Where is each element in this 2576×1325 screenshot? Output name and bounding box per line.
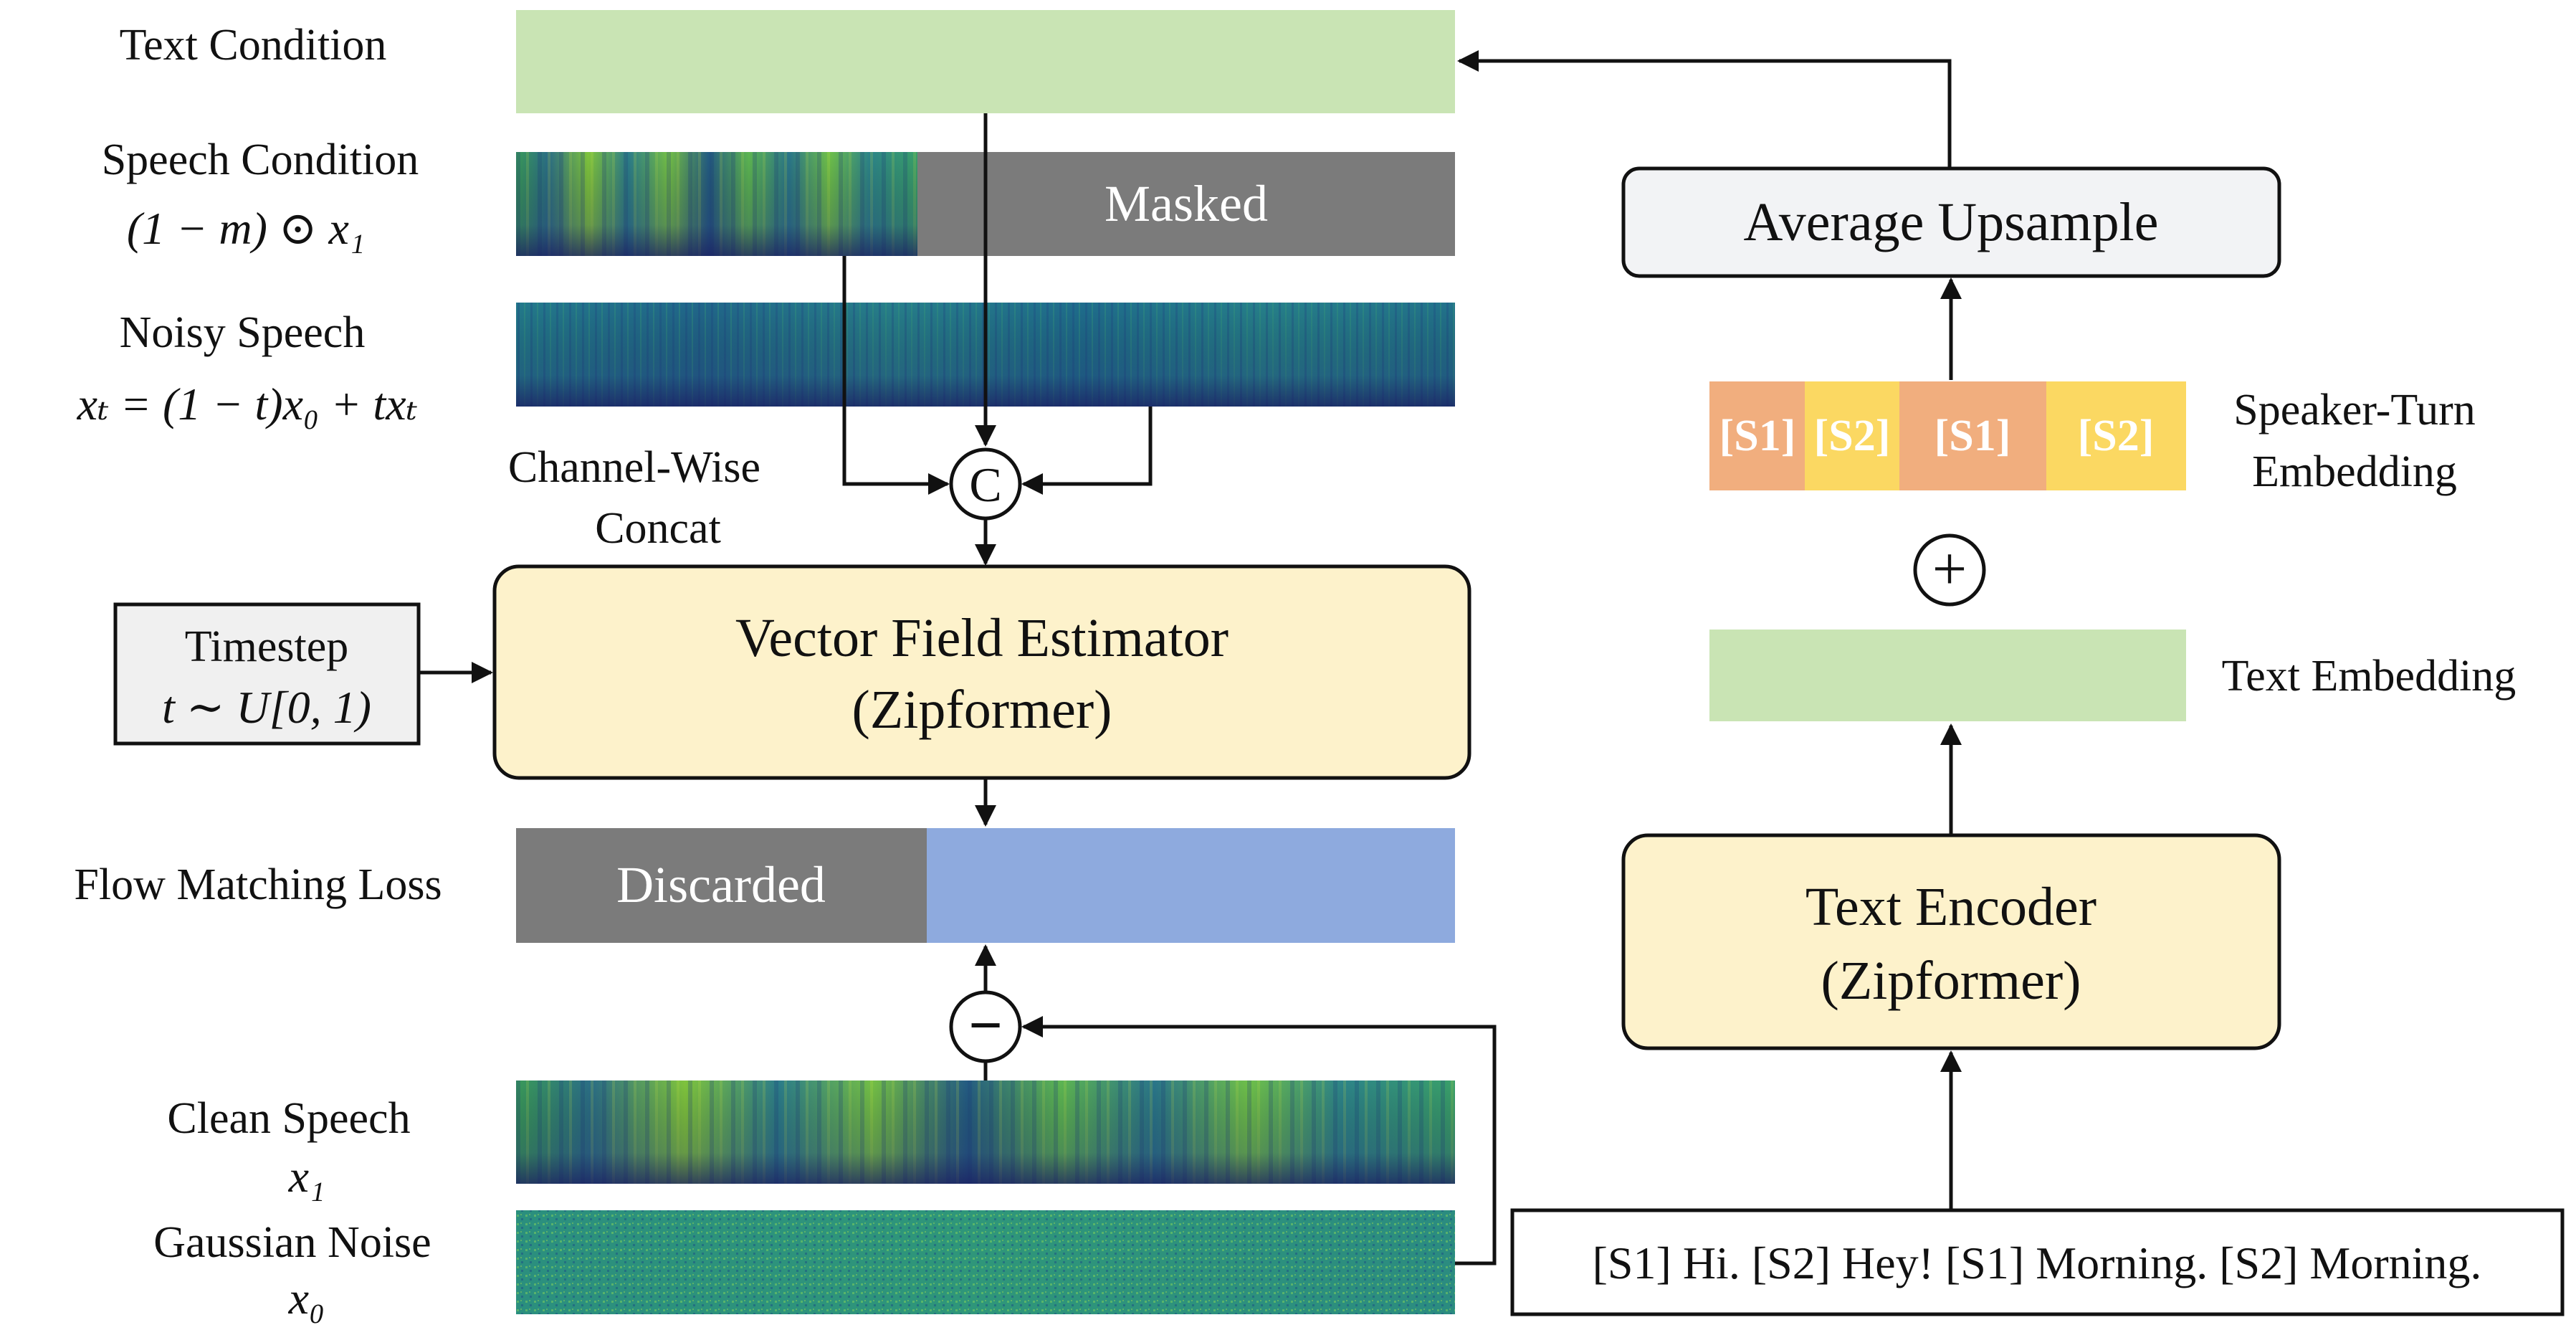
speaker-token-box-1 xyxy=(1709,381,1805,490)
speech-condition-label: Speech Condition xyxy=(102,136,419,184)
gaussian-noise-label: Gaussian Noise xyxy=(153,1218,431,1267)
speaker-turn-label-line2: Embedding xyxy=(2252,447,2457,496)
timestep-box xyxy=(113,602,421,746)
concat-label-line2: Concat xyxy=(595,504,721,553)
speech-condition-to-concat-line xyxy=(842,256,950,495)
noisy-speech-to-concat-line xyxy=(1021,407,1153,495)
speaker-token-2: [S2] xyxy=(1814,412,1891,460)
speaker-token-box-2 xyxy=(1805,381,1899,490)
speaker-token-box-4 xyxy=(2046,381,2186,490)
minus-symbol: − xyxy=(968,992,1003,1059)
speaker-token-box-3 xyxy=(1899,381,2046,490)
text-encoder-subtitle: (Zipformer) xyxy=(1821,951,2081,1011)
timestep-label: Timestep xyxy=(185,622,349,671)
clean-speech-var: x₁ xyxy=(288,1151,325,1202)
noise-to-minus-line xyxy=(1021,1016,1497,1265)
vector-field-estimator-box xyxy=(492,564,1471,780)
estimator-subtitle: (Zipformer) xyxy=(852,680,1112,740)
masked-bar xyxy=(917,152,1455,256)
input-text: [S1] Hi. [S2] Hey! [S1] Morning. [S2] Mo… xyxy=(1593,1238,2482,1288)
timestep-formula: t ∼ U[0, 1) xyxy=(162,682,371,733)
concat-symbol: C xyxy=(969,457,1001,512)
text-encoder-box xyxy=(1621,833,2281,1050)
masked-label: Masked xyxy=(1105,175,1268,232)
text-encoder-title: Text Encoder xyxy=(1805,877,2096,937)
text-embedding-bar xyxy=(1709,630,2186,721)
estimator-title: Vector Field Estimator xyxy=(735,608,1229,668)
plus-symbol: + xyxy=(1932,534,1967,603)
concat-label-line1: Channel-Wise xyxy=(508,443,760,492)
gaussian-noise-spectrogram xyxy=(516,1210,1455,1314)
flow-matching-loss-label: Flow Matching Loss xyxy=(74,860,442,909)
noisy-speech-formula: xₜ = (1 − t)x₀ + txₜ xyxy=(77,379,418,429)
speaker-turn-embedding-bar: [S1] [S2] [S1] [S2] xyxy=(1709,381,2186,490)
speaker-token-3: [S1] xyxy=(1935,412,2011,460)
plus-circle xyxy=(1913,533,1986,607)
loss-target-bar xyxy=(927,828,1455,943)
text-embedding-label: Text Embedding xyxy=(2222,652,2517,701)
clean-speech-label: Clean Speech xyxy=(167,1094,410,1143)
average-upsample-box xyxy=(1621,166,2281,278)
text-condition-label: Text Condition xyxy=(120,21,387,70)
speaker-turn-label-line1: Speaker-Turn xyxy=(2233,386,2475,434)
clean-speech-spectrogram xyxy=(516,1081,1455,1184)
speech-condition-spectrogram xyxy=(516,152,917,256)
average-upsample-label: Average Upsample xyxy=(1744,192,2159,252)
gaussian-noise-var: x₀ xyxy=(288,1273,325,1324)
speech-condition-formula: (1 − m) ⊙ x₁ xyxy=(127,203,365,254)
upsample-to-text-condition-line xyxy=(1457,50,1952,168)
text-condition-bar xyxy=(516,10,1455,113)
discarded-label: Discarded xyxy=(616,856,826,913)
input-text-box xyxy=(1510,1208,2565,1316)
noisy-speech-label: Noisy Speech xyxy=(120,308,366,357)
speaker-token-4: [S2] xyxy=(2078,412,2155,460)
discarded-bar xyxy=(516,828,927,943)
speaker-token-1: [S1] xyxy=(1719,412,1796,460)
